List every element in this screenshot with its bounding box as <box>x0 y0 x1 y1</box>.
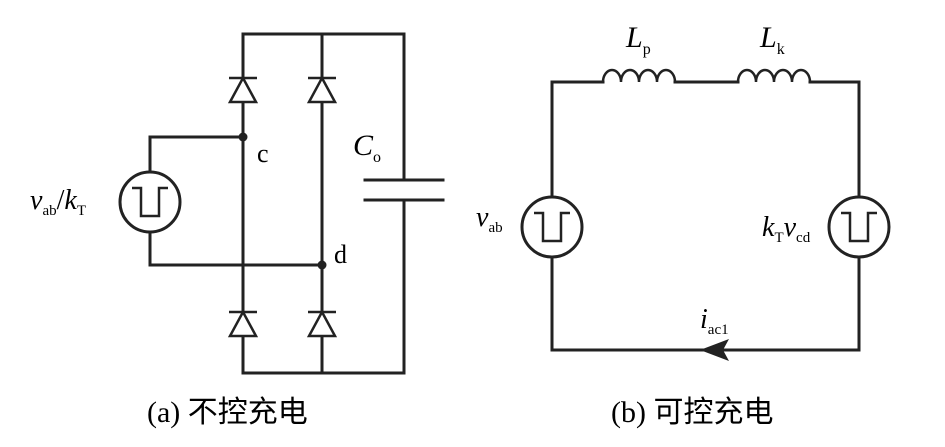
inductor-lp-label: Lp <box>625 21 651 58</box>
controlled-charging-circuit: Lp Lk vab kTvcd iac1 (b) 可控充电 <box>476 21 891 429</box>
diode-bottom-left <box>227 309 259 338</box>
inductor-lk-label: Lk <box>759 21 785 58</box>
capacitor-label: Co <box>353 129 381 166</box>
square-wave-source-left <box>118 170 182 234</box>
caption-b: (b) 可控充电 <box>611 396 773 429</box>
junction-c <box>238 132 248 142</box>
source-label-kt-vcd: kTvcd <box>762 212 811 246</box>
current-direction-arrow <box>700 339 729 361</box>
source-label-vab: vab <box>476 202 503 236</box>
square-wave-source-kt-vcd <box>827 195 891 259</box>
source-label-vab-kt: vab/kT <box>30 185 86 219</box>
node-label-d: d <box>334 240 347 269</box>
diode-top-right <box>306 75 338 104</box>
node-label-c: c <box>257 139 269 168</box>
diode-bottom-right <box>306 309 338 338</box>
uncontrolled-charging-circuit: vab/kT c d Co (a) 不控充电 <box>30 32 445 429</box>
junction-d <box>317 260 327 270</box>
inductor-lp <box>601 68 677 83</box>
current-label-iac1: iac1 <box>700 304 729 338</box>
inductor-lk <box>736 68 812 83</box>
diode-top-left <box>227 75 259 104</box>
square-wave-source-vab <box>520 195 584 259</box>
capacitor-co <box>363 178 445 202</box>
caption-a: (a) 不控充电 <box>147 396 308 429</box>
